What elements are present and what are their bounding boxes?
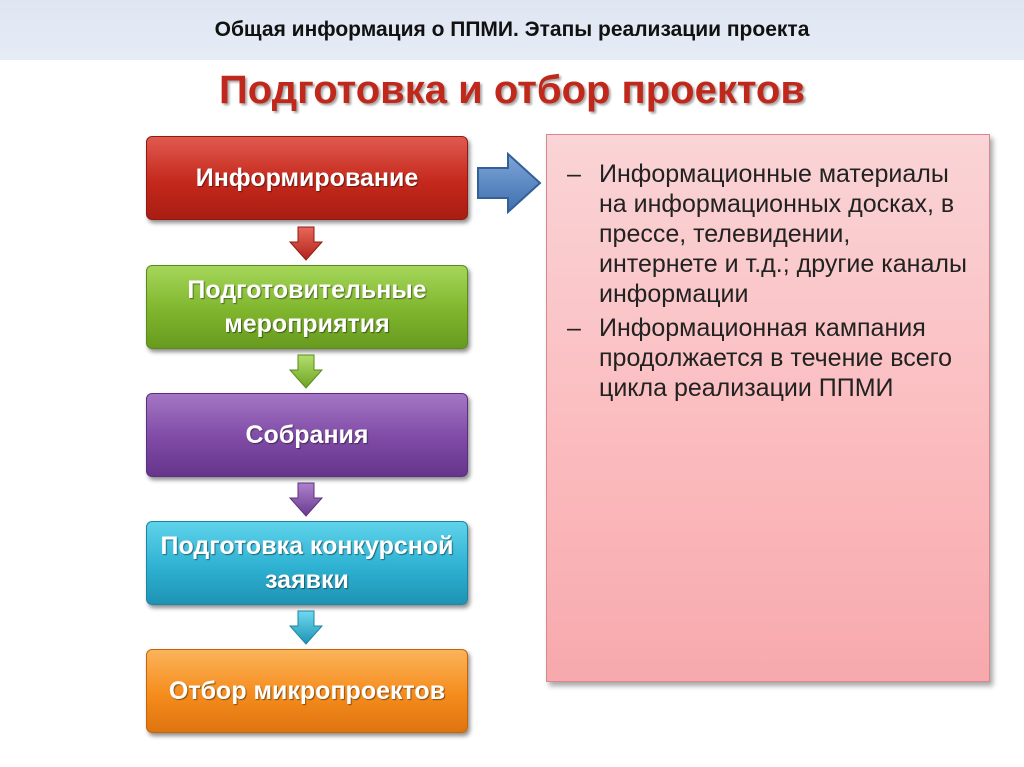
info-item-text: Информационные материалы на информационн… <box>599 160 967 308</box>
info-list-item: – Информационная кампания продолжается в… <box>567 313 975 403</box>
step-preparatory-activities: Подготовительные мероприятия <box>146 265 468 349</box>
step-meetings: Собрания <box>146 393 468 477</box>
step-informing-label: Информирование <box>195 164 419 192</box>
down-arrow-green <box>288 354 324 389</box>
step-microproject-selection-label: Отбор микропроектов <box>168 677 446 705</box>
info-list-item: – Информационные материалы на информацио… <box>567 159 975 309</box>
bullet-dash: – <box>567 160 581 188</box>
header-text: Общая информация о ППМИ. Этапы реализаци… <box>214 18 810 41</box>
down-arrow-purple <box>288 482 324 517</box>
info-panel: – Информационные материалы на информацио… <box>546 134 990 682</box>
info-item-text: Информационная кампания продолжается в т… <box>599 314 953 402</box>
step-microproject-selection: Отбор микропроектов <box>146 649 468 733</box>
header-band <box>0 0 1024 60</box>
info-list: – Информационные материалы на информацио… <box>547 135 989 403</box>
step-application-preparation-label: Подготовка конкурсной заявки <box>160 532 454 594</box>
bullet-dash: – <box>567 314 581 342</box>
right-arrow-icon <box>477 152 542 214</box>
down-arrow-teal <box>288 610 324 645</box>
step-meetings-label: Собрания <box>245 421 369 449</box>
step-informing: Информирование <box>146 136 468 220</box>
slide-title: Подготовка и отбор проектов <box>219 68 805 112</box>
down-arrow-red <box>288 226 324 261</box>
step-application-preparation: Подготовка конкурсной заявки <box>146 521 468 605</box>
step-preparatory-activities-label: Подготовительные мероприятия <box>187 276 427 338</box>
